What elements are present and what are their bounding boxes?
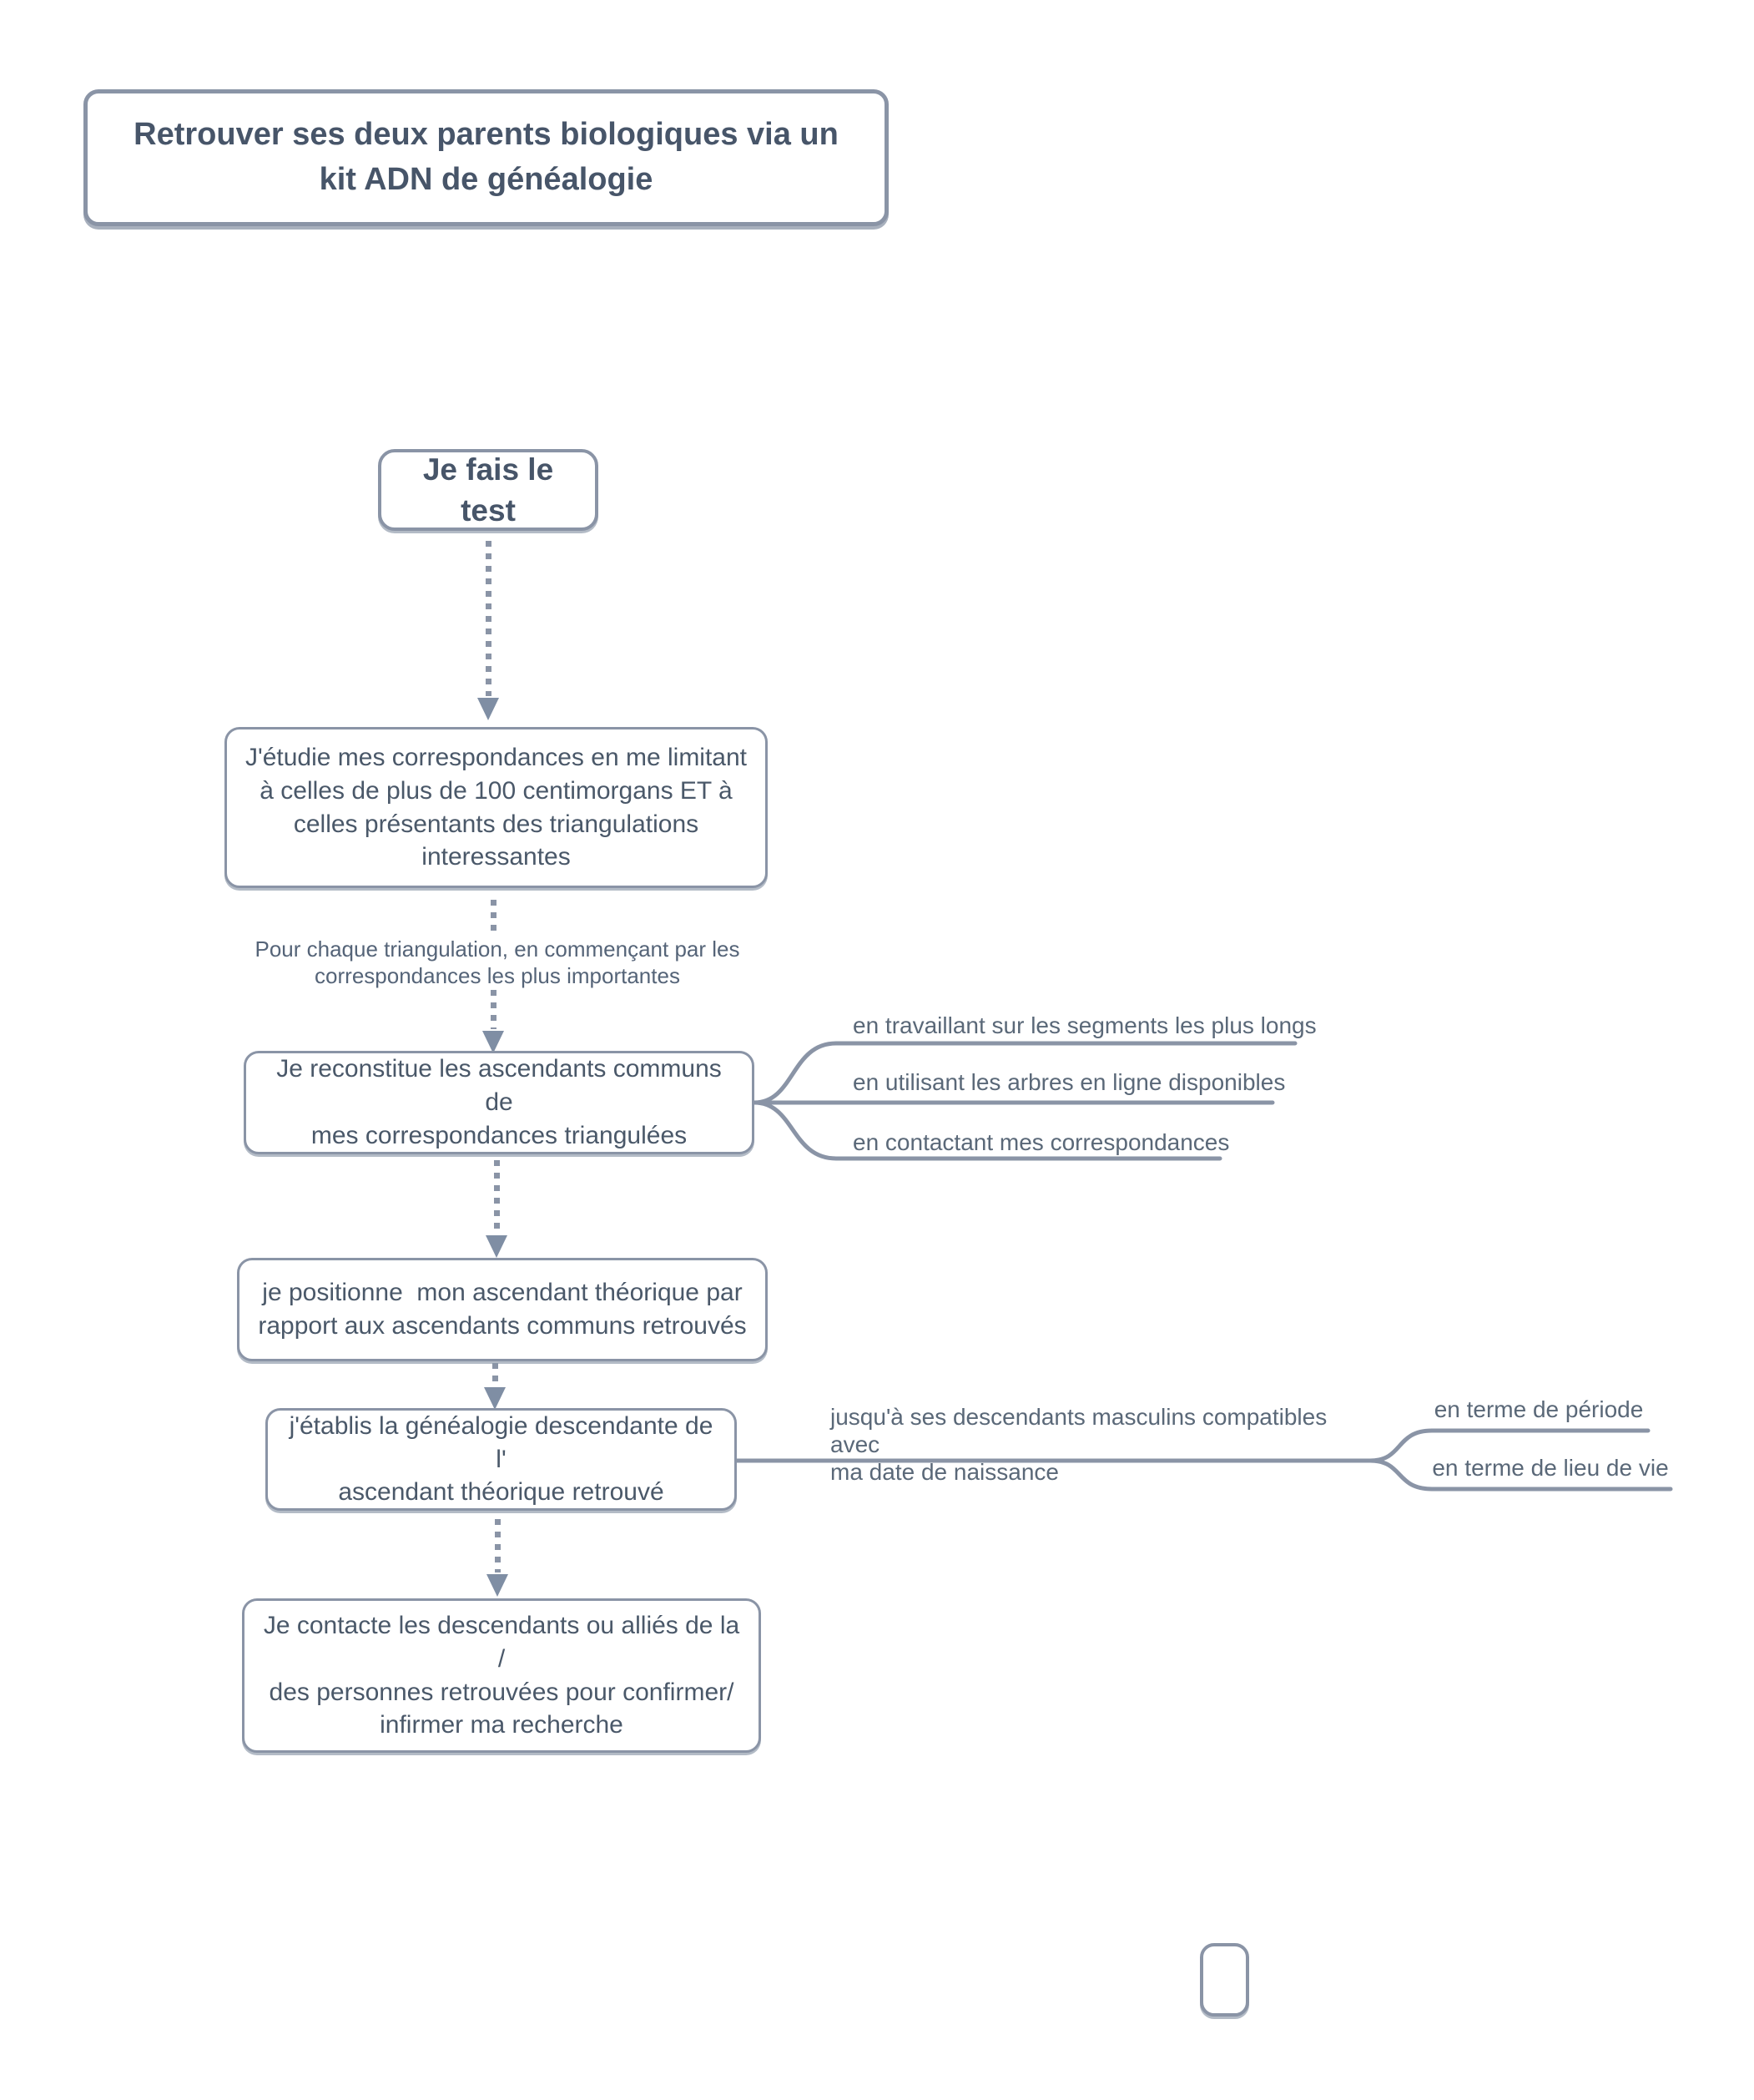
- node-step5-etablis-genealogie[interactable]: j'établis la généalogie descendante de l…: [265, 1408, 737, 1511]
- branch-descendants-masculins[interactable]: jusqu'à ses descendants masculins compat…: [830, 1404, 1328, 1486]
- arrowhead-down-icon: [486, 1574, 508, 1597]
- dotted-line: [491, 1363, 498, 1386]
- dotted-arrow-step4-to-step5: [484, 1363, 506, 1410]
- branch-arbres-en-ligne[interactable]: en utilisant les arbres en ligne disponi…: [853, 1069, 1286, 1095]
- node-label: Je contacte les descendants ou alliés de…: [263, 1611, 740, 1739]
- arrowhead-down-icon: [486, 1235, 507, 1258]
- dotted-line: [490, 990, 496, 1029]
- dotted-arrow-step5-to-step6: [486, 1519, 508, 1597]
- branch-en-terme-de-lieu-de-vie[interactable]: en terme de lieu de vie: [1432, 1455, 1669, 1481]
- node-step3-reconstitue-ascendants[interactable]: Je reconstitue les ascendants communs de…: [244, 1051, 754, 1154]
- dotted-arrow-step3-to-step4: [486, 1160, 507, 1258]
- node-label: Je fais le test: [422, 452, 562, 528]
- node-label: je positionne mon ascendant théorique pa…: [258, 1279, 747, 1340]
- branch-contactant-correspondances[interactable]: en contactant mes correspondances: [853, 1129, 1230, 1155]
- node-label: j'établis la généalogie descendante de l…: [289, 1411, 713, 1507]
- branch-segments-les-plus-longs[interactable]: en travaillant sur les segments les plus…: [853, 1012, 1317, 1038]
- arrowhead-down-icon: [484, 1387, 506, 1410]
- title-node-label: Retrouver ses deux parents biologiques v…: [134, 117, 839, 197]
- node-step1-je-fais-le-test[interactable]: Je fais le test: [378, 449, 598, 531]
- node-step4-positionne-ascendant[interactable]: je positionne mon ascendant théorique pa…: [237, 1258, 768, 1361]
- node-step6-contacte-descendants[interactable]: Je contacte les descendants ou alliés de…: [242, 1598, 761, 1753]
- dotted-line: [485, 541, 491, 696]
- dotted-line: [493, 1160, 500, 1234]
- dotted-arrow-label-to-step3: [482, 990, 504, 1053]
- dotted-line-step2-to-label: [491, 900, 496, 937]
- node-label: Je reconstitue les ascendants communs de…: [276, 1055, 722, 1149]
- arrow-label-pour-chaque-triangulation[interactable]: Pour chaque triangulation, en commençant…: [255, 936, 740, 988]
- node-step2-etudie-correspondances[interactable]: J'étudie mes correspondances en me limit…: [224, 727, 768, 888]
- dotted-arrow-test-to-step2: [477, 541, 499, 720]
- node-empty[interactable]: [1200, 1943, 1249, 2017]
- branch-en-terme-de-periode[interactable]: en terme de période: [1434, 1396, 1644, 1422]
- arrowhead-down-icon: [482, 1031, 504, 1053]
- arrowhead-down-icon: [477, 698, 499, 720]
- node-label: J'étudie mes correspondances en me limit…: [244, 743, 748, 871]
- dotted-line: [494, 1519, 501, 1572]
- title-node[interactable]: Retrouver ses deux parents biologiques v…: [83, 89, 889, 226]
